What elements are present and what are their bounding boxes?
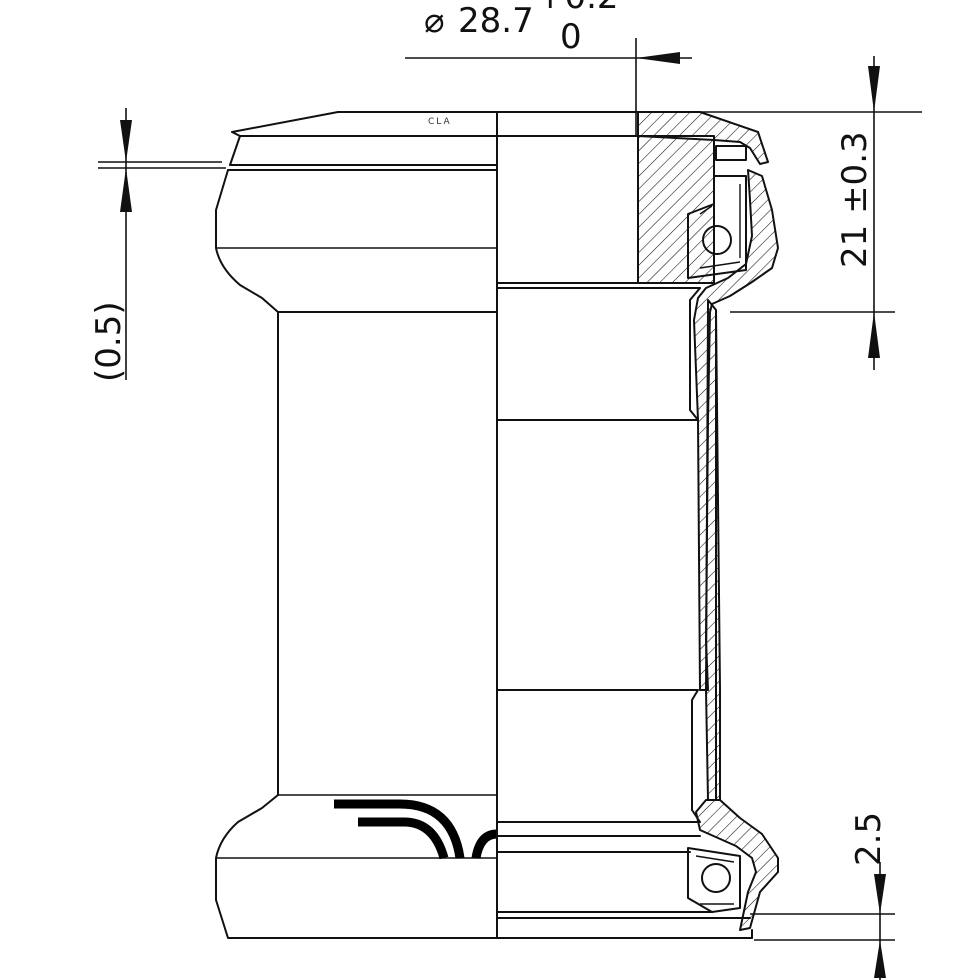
compression-ring-section [637, 135, 715, 284]
section-view [496, 111, 779, 939]
inner-sleeve-upper [496, 287, 701, 421]
dimension-diameter: ⌀ 28.7 +0.2 0 [405, 0, 692, 136]
height-dimension-text: 21 ±0.3 [835, 131, 875, 268]
dimension-height: 21 ±0.3 [670, 56, 922, 370]
exterior-view: CLA [215, 111, 498, 939]
upper-bearing [687, 175, 747, 279]
diameter-tolerance-lower: 0 [560, 17, 582, 57]
seal-ring [715, 145, 747, 161]
top-cover-outline [231, 111, 498, 137]
dimension-ring: (0.5) [89, 108, 226, 382]
diameter-symbol: ⌀ [424, 1, 444, 41]
top-cover-lip [229, 135, 498, 166]
lower-cup-outline [215, 794, 498, 939]
inner-sleeve-lower [496, 689, 701, 823]
brand-logo-graphic [334, 799, 498, 860]
dimension-bottom: 2.5 [750, 812, 895, 980]
cup-wall-section [705, 299, 721, 801]
lower-bearing [687, 847, 741, 913]
cup-marking-text: CLA [428, 117, 452, 127]
bottom-dimension-text: 2.5 [849, 812, 889, 866]
upper-cup-outline [215, 169, 498, 313]
lower-cup-section [695, 799, 779, 931]
top-cover-section [637, 111, 769, 165]
diameter-tolerance-upper: +0.2 [536, 0, 619, 17]
ring-dimension-text: (0.5) [89, 301, 129, 382]
diameter-value: 28.7 [458, 1, 534, 41]
